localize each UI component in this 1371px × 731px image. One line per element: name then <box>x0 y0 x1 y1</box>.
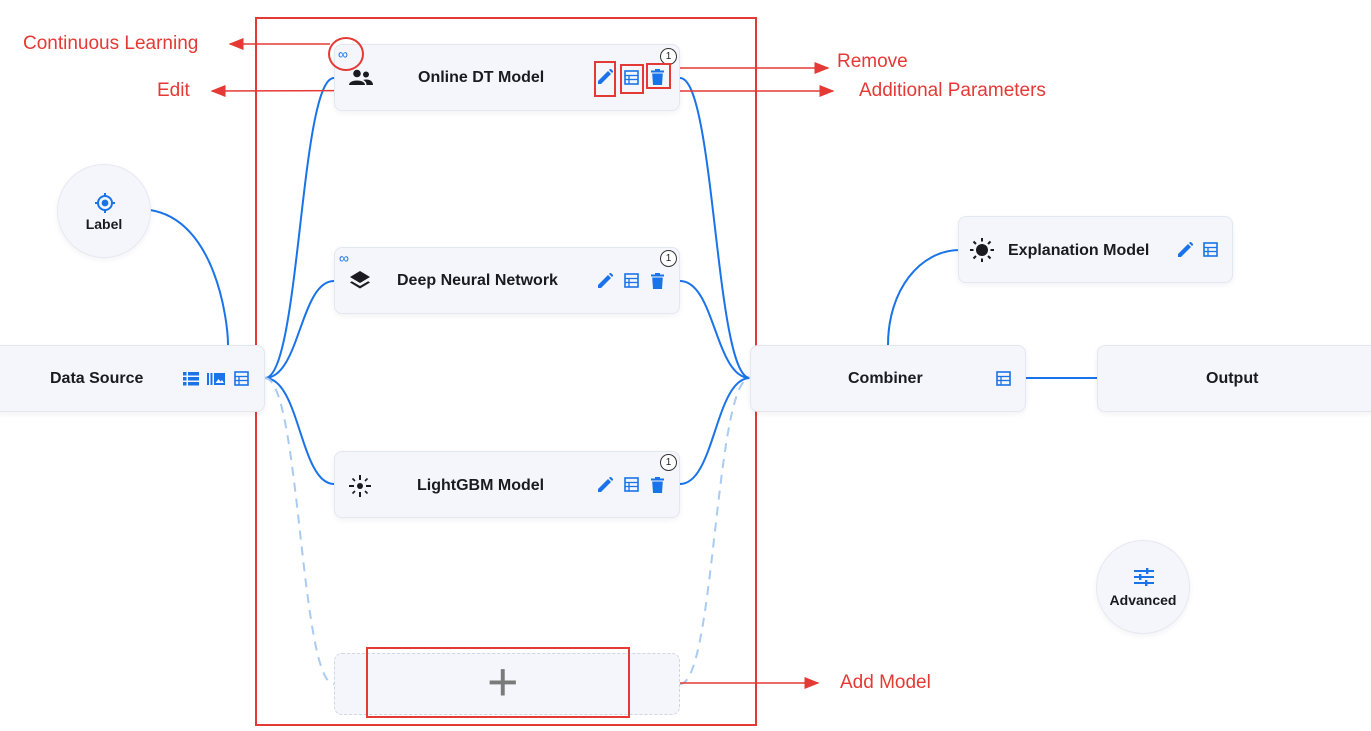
data-source-title: Data Source <box>50 370 144 387</box>
version-badge: 1 <box>660 250 677 267</box>
annotation-edit: Edit <box>157 80 190 101</box>
edit-icon[interactable] <box>597 273 613 289</box>
model-card-dnn[interactable]: ∞ 1 Deep Neural Network <box>334 247 680 314</box>
label-node-text: Label <box>85 216 123 232</box>
wire-label-datasource <box>149 209 229 346</box>
parameters-icon[interactable] <box>1203 242 1218 257</box>
model-title: Deep Neural Network <box>397 272 558 289</box>
model-title: LightGBM Model <box>417 477 545 494</box>
edit-icon[interactable] <box>597 69 613 85</box>
wire-add-combiner <box>679 377 751 685</box>
wire-combiner-explanation <box>887 249 961 346</box>
people-icon <box>349 69 373 85</box>
advanced-label: Advanced <box>1109 592 1177 608</box>
target-icon <box>95 193 115 213</box>
version-badge: 1 <box>660 454 677 471</box>
edit-icon[interactable] <box>597 477 613 493</box>
combiner-node[interactable]: Combiner <box>750 345 1026 412</box>
model-title: Online DT Model <box>418 69 545 86</box>
parameters-icon[interactable] <box>624 70 639 85</box>
model-card-online-dt[interactable]: 1 Online DT Model <box>334 44 680 111</box>
sliders-icon <box>1134 568 1154 586</box>
sun-icon <box>970 238 994 262</box>
add-model-slot <box>334 653 680 715</box>
explanation-title: Explanation Model <box>1008 242 1150 259</box>
output-title: Output <box>1206 370 1259 387</box>
parameters-icon[interactable] <box>624 273 639 288</box>
parameters-icon[interactable] <box>624 477 639 492</box>
parameters-highlight <box>620 64 644 94</box>
wire-dnn-combiner <box>679 280 751 379</box>
continuous-learning-icon[interactable]: ∞ <box>338 46 348 62</box>
wire-datasource-dnn <box>264 280 335 379</box>
layers-icon <box>350 271 370 289</box>
trash-icon[interactable] <box>651 273 664 289</box>
remove-highlight <box>646 63 671 89</box>
sparkle-icon <box>349 475 371 497</box>
continuous-learning-highlight <box>328 37 364 71</box>
model-card-lightgbm[interactable]: 1 LightGBM Model <box>334 451 680 518</box>
wire-datasource-add <box>264 377 335 685</box>
table-icon[interactable] <box>234 371 249 386</box>
advanced-button[interactable]: Advanced <box>1096 540 1190 634</box>
combiner-title: Combiner <box>848 370 923 387</box>
models-highlight-frame <box>255 17 757 726</box>
add-model-button[interactable]: + <box>487 652 519 712</box>
data-source-node[interactable]: Data Source <box>0 345 265 412</box>
trash-icon[interactable] <box>651 69 664 85</box>
parameters-icon[interactable] <box>996 371 1011 386</box>
list-icon[interactable] <box>183 372 199 386</box>
annotation-remove: Remove <box>837 51 908 72</box>
wire-datasource-online <box>264 77 335 379</box>
annotation-additional-parameters: Additional Parameters <box>859 80 1046 101</box>
edit-icon[interactable] <box>1177 242 1193 258</box>
image-strip-icon[interactable] <box>207 372 225 386</box>
wire-online-combiner <box>679 77 751 379</box>
explanation-model-node[interactable]: Explanation Model <box>958 216 1233 283</box>
trash-icon[interactable] <box>651 477 664 493</box>
add-model-highlight <box>366 647 630 718</box>
output-node[interactable]: Output <box>1097 345 1371 412</box>
wire-lgbm-combiner <box>679 377 751 485</box>
annotation-add-model: Add Model <box>840 672 931 693</box>
label-node[interactable]: Label <box>57 164 151 258</box>
edit-highlight <box>594 61 616 97</box>
annotation-continuous-learning: Continuous Learning <box>23 33 199 54</box>
wire-datasource-lgbm <box>264 377 335 485</box>
continuous-learning-icon[interactable]: ∞ <box>339 250 349 266</box>
